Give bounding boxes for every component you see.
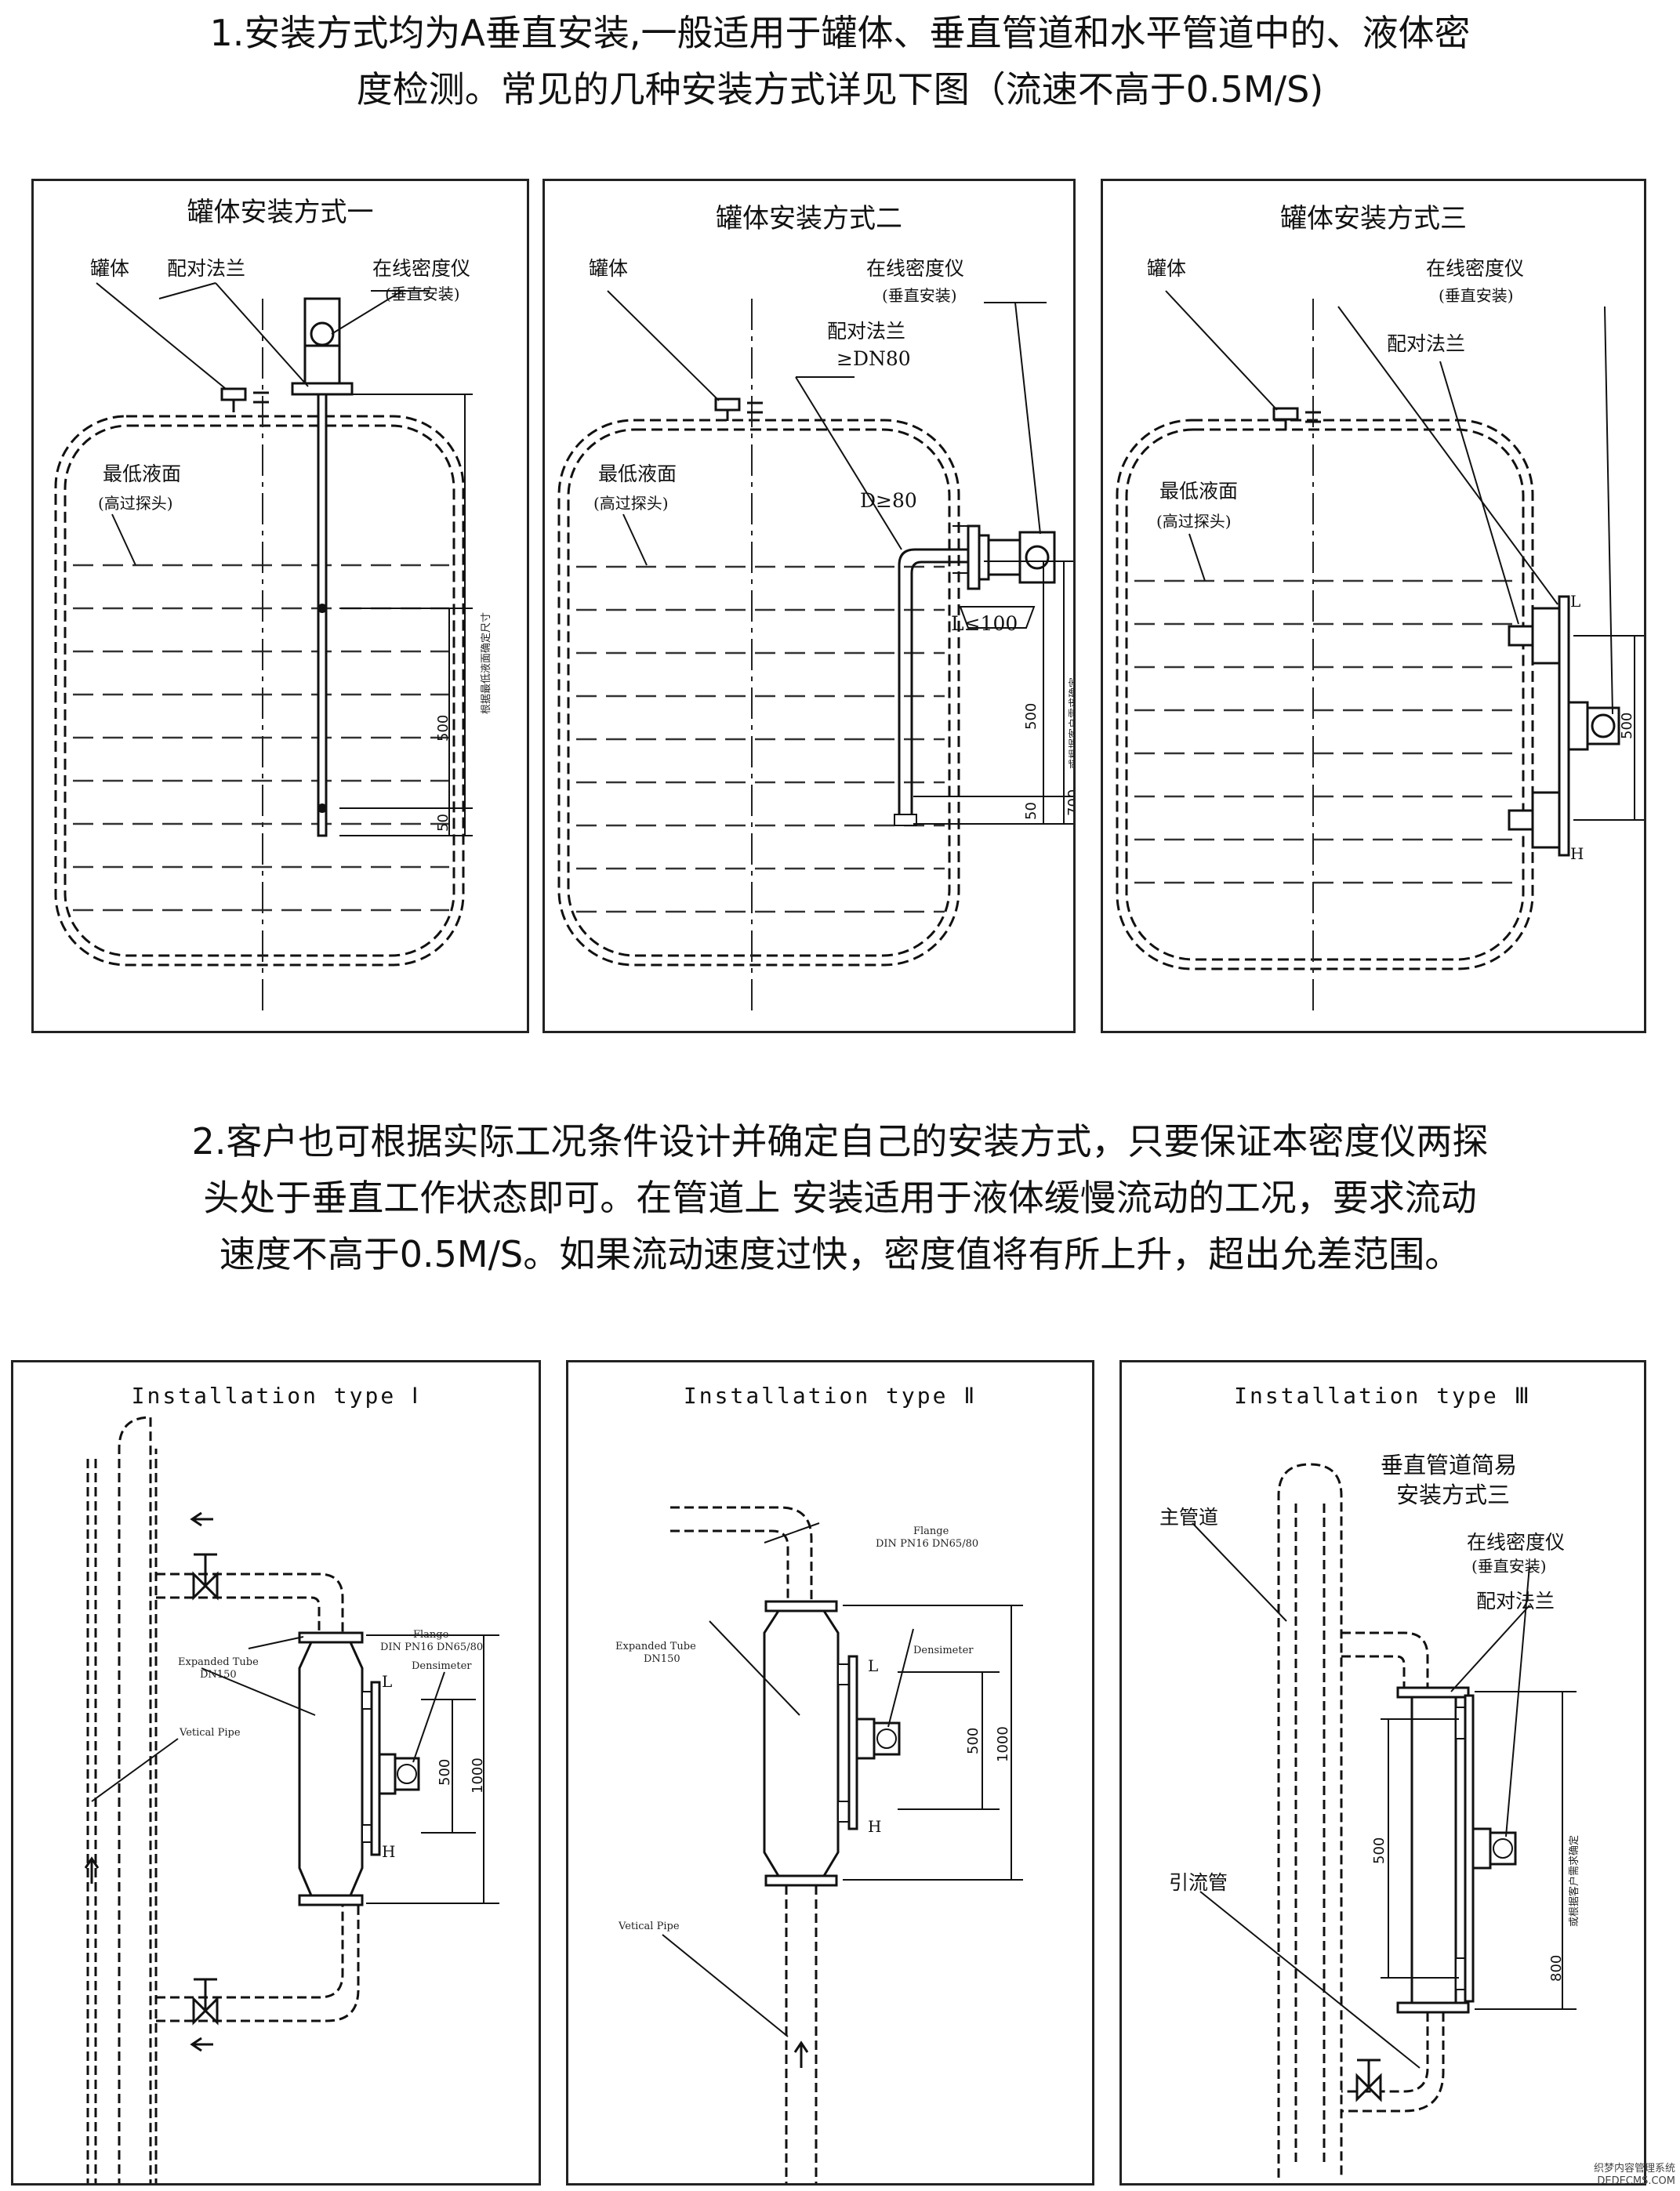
dim-1000: 1000 — [995, 1726, 1011, 1762]
intro-paragraph-1: 1.安装方式均为A垂直安装,一般适用于罐体、垂直管道和水平管道中的、液体密 度检… — [31, 5, 1649, 118]
flange-label: 配对法兰 — [1387, 332, 1466, 355]
tank-panel-3-title: 罐体安装方式三 — [1280, 203, 1467, 234]
dim-700: 700 — [1065, 789, 1076, 816]
pipe-install-drawing-2 — [662, 1506, 1023, 2183]
tank-install-panel-2: 罐体安装方式二 罐体 在线密度仪 (垂直安装) 配对法兰 ≥DN80 最低液面 … — [542, 179, 1076, 1033]
port-l-label: L — [382, 1672, 393, 1691]
port-l-label: L — [1570, 592, 1581, 611]
pipe-install-drawing-3 — [1192, 1463, 1577, 2178]
meter-note: (垂直安装) — [882, 286, 957, 305]
main-pipe-label: 主管道 — [1159, 1506, 1219, 1529]
min-level-label: 最低液面 — [598, 463, 677, 485]
pipe-panel-3-subtitle-2: 安装方式三 — [1396, 1482, 1511, 1508]
pipe-panel-1-title: Installation type Ⅰ — [131, 1383, 421, 1409]
meter-note: (垂直安装) — [1471, 1557, 1547, 1576]
pipe-install-panel-3: Installation type Ⅲ 垂直管道简易 安装方式三 主管道 在线密… — [1119, 1360, 1646, 2186]
dim-800: 800 — [1548, 1954, 1565, 1982]
dim-1000: 1000 — [470, 1758, 486, 1794]
dim-500: 500 — [1371, 1837, 1388, 1864]
l-spec: L≤100 — [951, 612, 1018, 635]
intro2-line-3: 速度不高于0.5M/S。如果流动速度过快，密度值将有所上升，超出允差范围。 — [219, 1233, 1461, 1275]
bypass-label: 引流管 — [1169, 1871, 1228, 1894]
pipe-panel-3-title: Installation type Ⅲ — [1234, 1383, 1532, 1409]
port-h-label: H — [382, 1842, 396, 1861]
tank-install-drawing-1 — [54, 282, 473, 1012]
min-level-label: 最低液面 — [103, 463, 182, 485]
densimeter-label: Densimeter — [412, 1660, 472, 1672]
meter-label: 在线密度仪 — [1467, 1531, 1566, 1554]
dim-50: 50 — [435, 814, 452, 832]
port-h-label: H — [1570, 844, 1584, 863]
min-level-note: (高过探头) — [1156, 512, 1232, 531]
tank-label: 罐体 — [1147, 257, 1187, 280]
meter-note: (垂直安装) — [385, 285, 460, 303]
pipe-label: Vetical Pipe — [619, 1921, 680, 1932]
meter-note: (垂直安装) — [1439, 286, 1514, 305]
pipe-panel-3-subtitle-1: 垂直管道简易 — [1381, 1452, 1518, 1478]
flange-spec: ≥DN80 — [836, 347, 911, 370]
flange-spec: DIN PN16 DN65/80 — [380, 1641, 484, 1653]
min-level-note: (高过探头) — [593, 494, 669, 513]
dim-500: 500 — [1619, 712, 1635, 739]
intro-line-1: 1.安装方式均为A垂直安装,一般适用于罐体、垂直管道和水平管道中的、液体密 — [209, 12, 1471, 54]
tank-label: 罐体 — [589, 257, 629, 280]
intro-paragraph-2: 2.客户也可根据实际工况条件设计并确定自己的安装方式，只要保证本密度仪两探 头处… — [31, 1113, 1649, 1282]
watermark-line-1: 织梦内容管理系统 — [1593, 2163, 1675, 2175]
flange-label: 配对法兰 — [1476, 1590, 1555, 1612]
watermark-line-2: DEDECMS.COM — [1597, 2175, 1675, 2187]
tank-install-panel-1: 罐体安装方式一 罐体 配对法兰 在线密度仪 (垂直安装) 最低液面 (高过探头)… — [31, 179, 529, 1033]
meter-label: 在线密度仪 — [1426, 257, 1525, 280]
dim-500: 500 — [1023, 702, 1040, 730]
port-l-label: L — [868, 1656, 879, 1675]
pipe-install-panel-1: Installation type Ⅰ Flange DIN PN16 DN65… — [11, 1360, 541, 2186]
tank-panel-1-title: 罐体安装方式一 — [187, 197, 374, 228]
dim-50: 50 — [1023, 802, 1040, 820]
meter-label: 在线密度仪 — [372, 257, 471, 280]
tube-spec: DN150 — [644, 1653, 680, 1665]
tank-label: 罐体 — [90, 257, 130, 280]
dim-note: 或根据客户需求确定 — [1069, 677, 1076, 769]
pipe-install-drawing-1 — [84, 1416, 499, 2183]
pipe-label: Vetical Pipe — [180, 1727, 241, 1739]
densimeter-label: Densimeter — [913, 1645, 974, 1656]
tank-install-drawing-3 — [1116, 290, 1644, 1012]
tube-label: Expanded Tube — [615, 1641, 696, 1652]
watermark: 织梦内容管理系统 DEDECMS.COM — [1594, 2163, 1675, 2188]
min-level-label: 最低液面 — [1159, 480, 1239, 502]
tank-panel-2-title: 罐体安装方式二 — [716, 203, 902, 234]
flange-label: 配对法兰 — [167, 257, 246, 280]
meter-label: 在线密度仪 — [866, 257, 965, 280]
flange-label: Flange — [913, 1525, 949, 1537]
flange-spec: DIN PN16 DN65/80 — [876, 1538, 979, 1550]
tank-install-panel-3: 罐体安装方式三 罐体 在线密度仪 (垂直安装) 配对法兰 最低液面 (高过探头)… — [1101, 179, 1646, 1033]
flange-label: Flange — [413, 1629, 449, 1641]
pipe-install-panel-2: Installation type Ⅱ Flange DIN PN16 DN65… — [566, 1360, 1094, 2186]
dim-500: 500 — [965, 1727, 982, 1754]
dim-500: 500 — [437, 1758, 453, 1786]
min-level-note: (高过探头) — [98, 494, 173, 513]
flange-label: 配对法兰 — [827, 320, 906, 343]
dim-500: 500 — [435, 714, 452, 742]
intro-line-2: 度检测。常见的几种安装方式详见下图（流速不高于0.5M/S) — [356, 68, 1324, 111]
tank-install-drawing-2 — [557, 290, 1073, 1012]
port-h-label: H — [868, 1817, 882, 1836]
intro2-line-2: 头处于垂直工作状态即可。在管道上 安装适用于液体缓慢流动的工况，要求流动 — [203, 1177, 1477, 1219]
tube-label: Expanded Tube — [178, 1656, 259, 1668]
d-spec: D≥80 — [860, 489, 917, 512]
intro2-line-1: 2.客户也可根据实际工况条件设计并确定自己的安装方式，只要保证本密度仪两探 — [191, 1120, 1489, 1163]
pipe-panel-2-title: Installation type Ⅱ — [683, 1383, 978, 1409]
tube-spec: DN150 — [200, 1669, 237, 1681]
dim-note: 根据最低液面确定尺寸 — [481, 611, 492, 714]
dim-note: 或根据客户需求确定 — [1569, 1834, 1580, 1927]
